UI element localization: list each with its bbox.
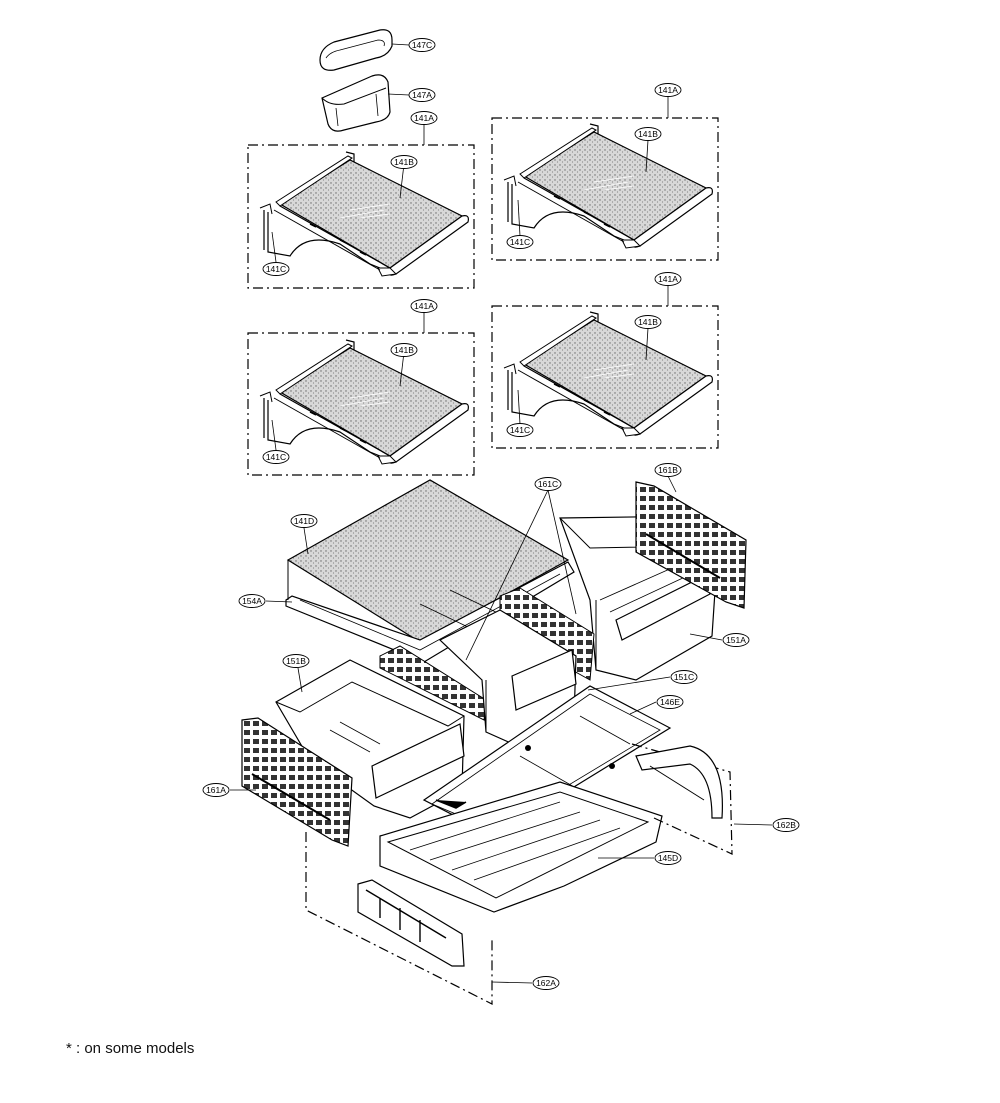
svg-text:146E: 146E <box>660 697 680 707</box>
crisper-cover-glass-141d <box>286 479 570 643</box>
callout-141c-bottom-right: 141C <box>506 423 534 437</box>
callout-146e: 146E <box>656 695 684 709</box>
shelf-assembly-top-right <box>491 117 719 261</box>
svg-text:141A: 141A <box>658 274 678 284</box>
callout-151a: 151A <box>722 633 750 647</box>
crisper-grille-161b <box>635 481 747 609</box>
svg-text:147A: 147A <box>412 90 432 100</box>
small-drawer-151c <box>438 609 577 749</box>
callout-147a: 147A <box>408 88 436 102</box>
svg-text:141D: 141D <box>294 516 314 526</box>
svg-text:151C: 151C <box>674 672 694 682</box>
crisper-drawer-151b <box>275 659 465 819</box>
svg-text:154A: 154A <box>242 596 262 606</box>
svg-text:141C: 141C <box>510 425 530 435</box>
cover-assembly-162b <box>631 743 733 855</box>
svg-text:151A: 151A <box>726 635 746 645</box>
svg-text:141B: 141B <box>638 317 658 327</box>
callout-161b: 161B <box>654 463 682 477</box>
callout-141c-top-left: 141C <box>262 262 290 276</box>
callout-151c: 151C <box>670 670 698 684</box>
svg-text:141B: 141B <box>394 157 414 167</box>
svg-text:141A: 141A <box>658 85 678 95</box>
callout-161c: 161C <box>534 477 562 491</box>
svg-text:147C: 147C <box>412 40 432 50</box>
svg-text:141C: 141C <box>510 237 530 247</box>
callout-141a-bottom-left: 141A <box>410 299 438 313</box>
callout-141c-bottom-left: 141C <box>262 450 290 464</box>
callout-162b: 162B <box>772 818 800 832</box>
callout-141d: 141D <box>290 514 318 528</box>
callout-154a: 154A <box>238 594 266 608</box>
svg-text:141B: 141B <box>394 345 414 355</box>
cover-assembly-162a <box>305 832 493 1005</box>
callout-161a: 161A <box>202 783 230 797</box>
callout-162a: 162A <box>532 976 560 990</box>
svg-text:161B: 161B <box>658 465 678 475</box>
svg-text:162B: 162B <box>776 820 796 830</box>
shelf-assembly-top-left <box>247 144 475 289</box>
shelf-assembly-bottom-left <box>247 332 475 476</box>
callout-147c: 147C <box>408 38 436 52</box>
callout-141a-top-left: 141A <box>410 111 438 125</box>
leader-lines <box>230 43 773 984</box>
callout-141c-top-right: 141C <box>506 235 534 249</box>
crisper-grille-161a <box>241 717 353 847</box>
callout-141b-top-right: 141B <box>634 127 662 141</box>
bin-147a <box>321 74 391 132</box>
svg-text:141C: 141C <box>266 264 286 274</box>
svg-text:141A: 141A <box>414 301 434 311</box>
footnote-some-models: * : on some models <box>66 1040 195 1057</box>
svg-text:141C: 141C <box>266 452 286 462</box>
callout-141b-bottom-left: 141B <box>390 343 418 357</box>
callout-151b: 151B <box>282 654 310 668</box>
pan-145d <box>379 781 663 913</box>
svg-text:161C: 161C <box>538 479 558 489</box>
callout-141a-top-right: 141A <box>654 83 682 97</box>
callout-141a-bottom-right: 141A <box>654 272 682 286</box>
svg-text:145D: 145D <box>658 853 678 863</box>
svg-text:141B: 141B <box>638 129 658 139</box>
callout-141b-top-left: 141B <box>390 155 418 169</box>
svg-text:151B: 151B <box>286 656 306 666</box>
svg-text:162A: 162A <box>536 978 556 988</box>
callout-145d: 145D <box>654 851 682 865</box>
svg-text:141A: 141A <box>414 113 434 123</box>
shelf-assembly-bottom-right <box>491 305 719 449</box>
bin-lid-147c <box>319 29 393 71</box>
callout-141b-bottom-right: 141B <box>634 315 662 329</box>
svg-text:161A: 161A <box>206 785 226 795</box>
